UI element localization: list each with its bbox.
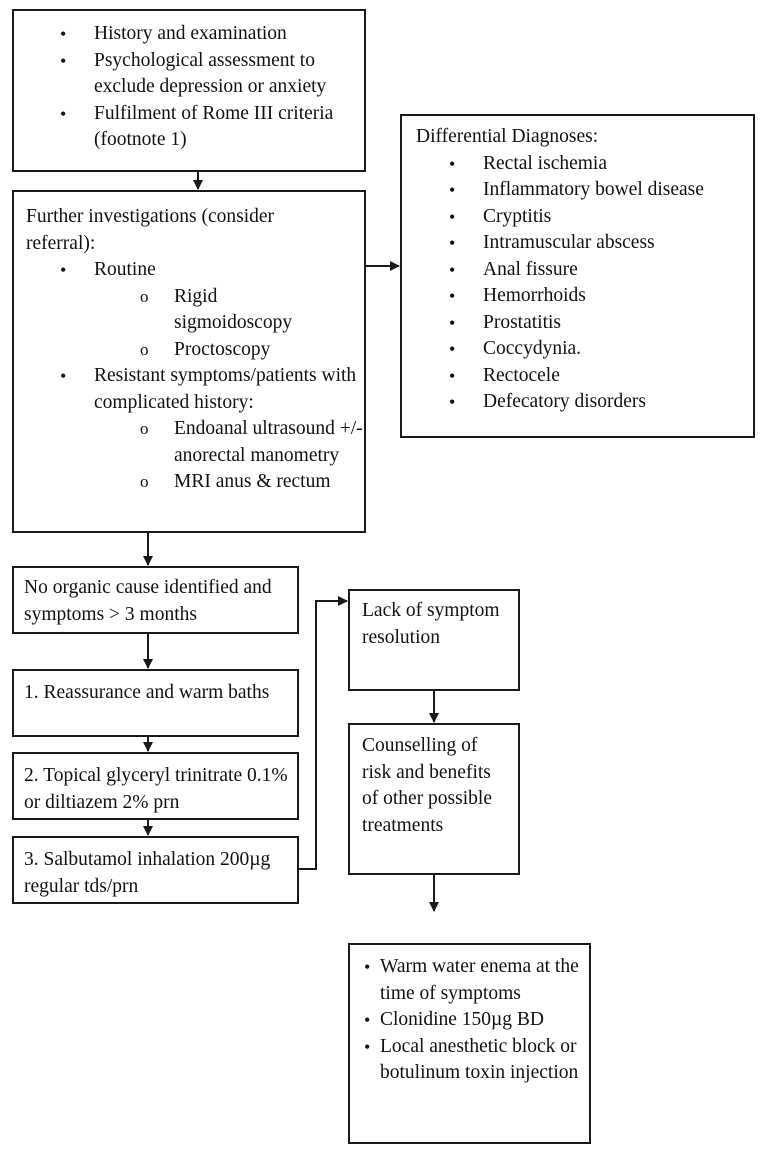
differential-item: Coccydynia.: [449, 336, 747, 363]
assessment-item: History and examination: [60, 21, 356, 48]
investigations-box: Further investigations (consider referra…: [12, 190, 366, 533]
assessment-item-text: History and examination: [94, 23, 287, 44]
step-3-box: 3. Salbutamol inhalation 200µg regular t…: [12, 836, 299, 904]
assessment-box: History and examination Psychological as…: [12, 9, 366, 172]
treatment-option-text: Clonidine 150µg BD: [380, 1009, 544, 1030]
routine-sublist: Rigid sigmoidoscopy Proctoscopy: [94, 284, 334, 364]
no-organic-cause-text: No organic cause identified and symptoms…: [24, 577, 272, 625]
resistant-subitem-text: MRI anus & rectum: [174, 471, 331, 492]
differential-item-text: Cryptitis: [483, 205, 552, 227]
routine-subitem-text: Proctoscopy: [174, 338, 271, 360]
differential-item-text: Defecatory disorders: [483, 391, 646, 412]
step-1-box: 1. Reassurance and warm baths: [12, 669, 299, 737]
treatment-option: Local anesthetic block or botulinum toxi…: [364, 1034, 583, 1087]
differential-item: Intramuscular abscess: [449, 230, 747, 257]
investigations-title: Further investigations (consider referra…: [26, 206, 275, 254]
assessment-list: History and examination Psychological as…: [60, 21, 356, 154]
investigations-list: Routine Rigid sigmoidoscopy Proctoscopy …: [26, 257, 363, 496]
step-3-text: 3. Salbutamol inhalation 200µg regular t…: [24, 849, 271, 897]
differential-item: Defecatory disorders: [449, 389, 747, 416]
treatment-options-list: Warm water enema at the time of symptoms…: [360, 954, 583, 1087]
step-2-text: 2. Topical glyceryl trinitrate 0.1% or d…: [24, 765, 288, 813]
differential-title: Differential Diagnoses:: [416, 126, 599, 147]
differential-item: Inflammatory bowel disease: [449, 177, 747, 204]
differential-item-text: Intramuscular abscess: [483, 232, 655, 253]
differential-item-text: Rectal ischemia: [483, 152, 607, 174]
treatment-option: Warm water enema at the time of symptoms: [364, 954, 583, 1007]
treatment-option-text: Local anesthetic block or botulinum toxi…: [380, 1035, 579, 1084]
differential-box: Differential Diagnoses: Rectal ischemia …: [400, 114, 755, 438]
resistant-sublist: Endoanal ultrasound +/- anorectal manome…: [94, 416, 370, 496]
resistant-subitem: Endoanal ultrasound +/- anorectal manome…: [140, 416, 370, 469]
differential-item: Prostatitis: [449, 310, 747, 337]
assessment-item-text: Psychological assessment to exclude depr…: [94, 49, 327, 98]
differential-item: Hemorrhoids: [449, 283, 747, 310]
arrow-step3-to-lack: [299, 596, 348, 870]
differential-item-text: Prostatitis: [483, 311, 562, 333]
differential-item-text: Hemorrhoids: [483, 285, 586, 306]
resistant-label: Resistant symptoms/patients with complic…: [94, 365, 357, 413]
routine-subitem-text: Rigid sigmoidoscopy: [174, 285, 293, 334]
assessment-item-text: Fulfilment of Rome III criteria (footnot…: [94, 102, 334, 151]
differential-item-text: Inflammatory bowel disease: [483, 179, 704, 200]
differential-item-text: Anal fissure: [483, 258, 578, 280]
lack-of-resolution-box: Lack of symptom resolution: [348, 589, 520, 691]
treatment-options-box: Warm water enema at the time of symptoms…: [348, 943, 591, 1144]
counselling-box: Counselling of risk and benefits of othe…: [348, 723, 520, 875]
resistant-item: Resistant symptoms/patients with complic…: [60, 363, 370, 496]
routine-item: Routine Rigid sigmoidoscopy Proctoscopy: [60, 257, 356, 364]
lack-of-resolution-text: Lack of symptom resolution: [362, 600, 500, 648]
assessment-item: Psychological assessment to exclude depr…: [60, 48, 356, 101]
resistant-subitem-text: Endoanal ultrasound +/- anorectal manome…: [174, 418, 363, 466]
assessment-item: Fulfilment of Rome III criteria (footnot…: [60, 101, 356, 154]
differential-item-text: Coccydynia.: [483, 338, 582, 359]
resistant-subitem: MRI anus & rectum: [140, 469, 370, 496]
differential-item: Rectocele: [449, 363, 747, 390]
differential-list: Rectal ischemia Inflammatory bowel disea…: [416, 151, 747, 416]
no-organic-cause-box: No organic cause identified and symptoms…: [12, 566, 299, 634]
step-1-text: 1. Reassurance and warm baths: [24, 682, 270, 703]
differential-item: Anal fissure: [449, 257, 747, 284]
step-2-box: 2. Topical glyceryl trinitrate 0.1% or d…: [12, 752, 299, 820]
treatment-option: Clonidine 150µg BD: [364, 1007, 583, 1034]
differential-item: Cryptitis: [449, 204, 747, 231]
routine-subitem: Rigid sigmoidoscopy: [140, 284, 334, 337]
routine-label: Routine: [94, 259, 156, 280]
routine-subitem: Proctoscopy: [140, 337, 334, 364]
treatment-option-text: Warm water enema at the time of symptoms: [380, 956, 579, 1004]
counselling-text: Counselling of risk and benefits of othe…: [362, 735, 492, 836]
differential-item: Rectal ischemia: [449, 151, 747, 178]
differential-item-text: Rectocele: [483, 364, 560, 386]
